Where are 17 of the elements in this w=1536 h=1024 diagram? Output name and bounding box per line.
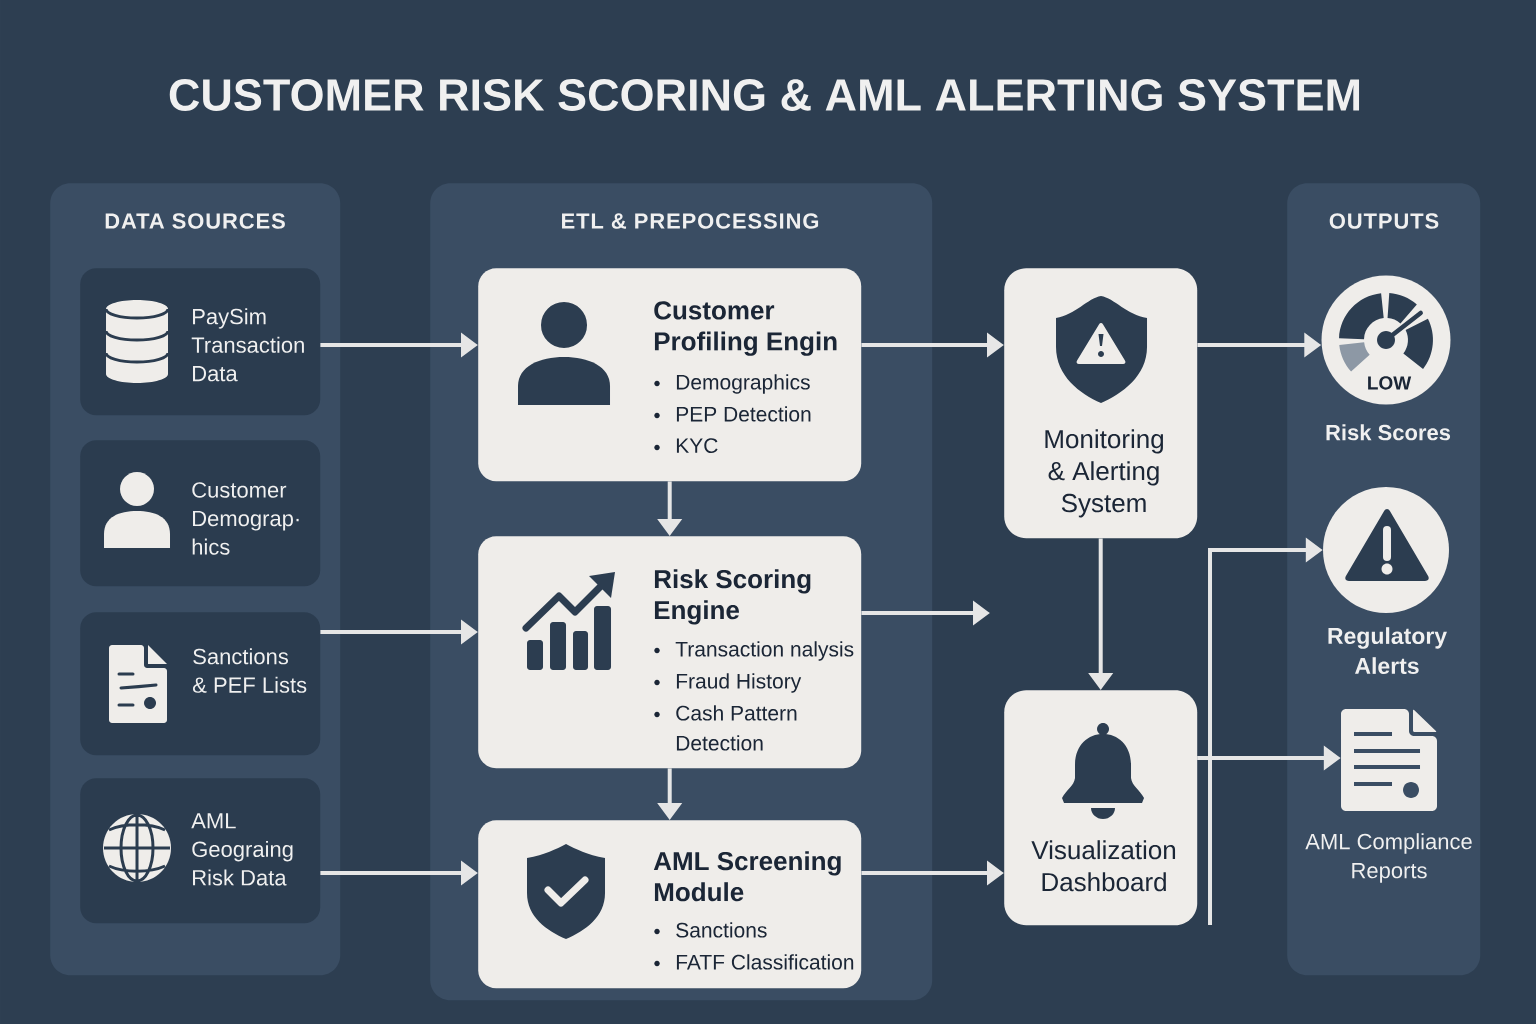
panel-heading: ETL & PREPOCESSING [562, 213, 819, 229]
output-label: AML Compliance Reports [1305, 833, 1472, 883]
panel-heading: OUTPUTS [1329, 213, 1439, 229]
list-item: PEP Detection [654, 406, 811, 422]
list-item: Demographics [654, 374, 810, 394]
list-item: Cash Pattern Detection [654, 705, 797, 751]
panel-heading: DATA SOURCES [105, 213, 285, 229]
list-item: FATF Classification [654, 954, 854, 970]
list-item: Fraud History [654, 673, 802, 693]
title: CUSTOMER RISK SCORING & AML ALERTING SYSTEM [169, 79, 1360, 111]
gauge-label: LOW [1368, 376, 1412, 390]
output-label: Regulatory Alerts [1328, 627, 1447, 675]
list-item: Transaction nalysis [654, 641, 854, 661]
output-label: Risk Scores [1326, 424, 1451, 441]
source-box: Customer Demograp· hics [80, 440, 321, 587]
list-item: Sanctions [654, 922, 767, 938]
list-item: KYC [654, 438, 718, 454]
